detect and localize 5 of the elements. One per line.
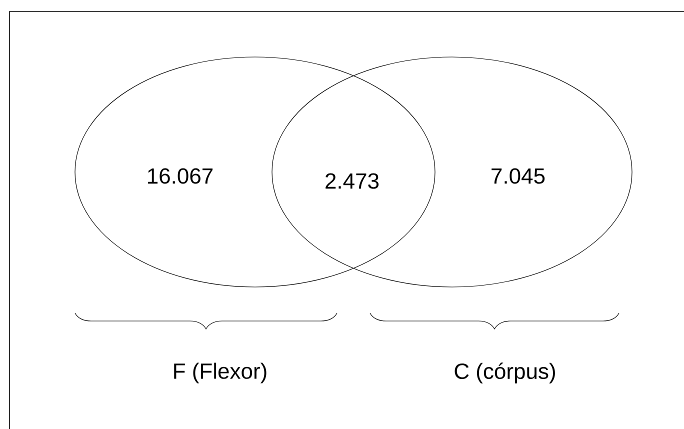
venn-count: 7.045 <box>492 168 545 184</box>
venn-count: 2.473 <box>326 173 379 189</box>
set-label: C (córpus) <box>454 362 555 384</box>
venn-count: 16.067 <box>148 168 213 184</box>
set-label: F (Flexor) <box>174 362 266 384</box>
